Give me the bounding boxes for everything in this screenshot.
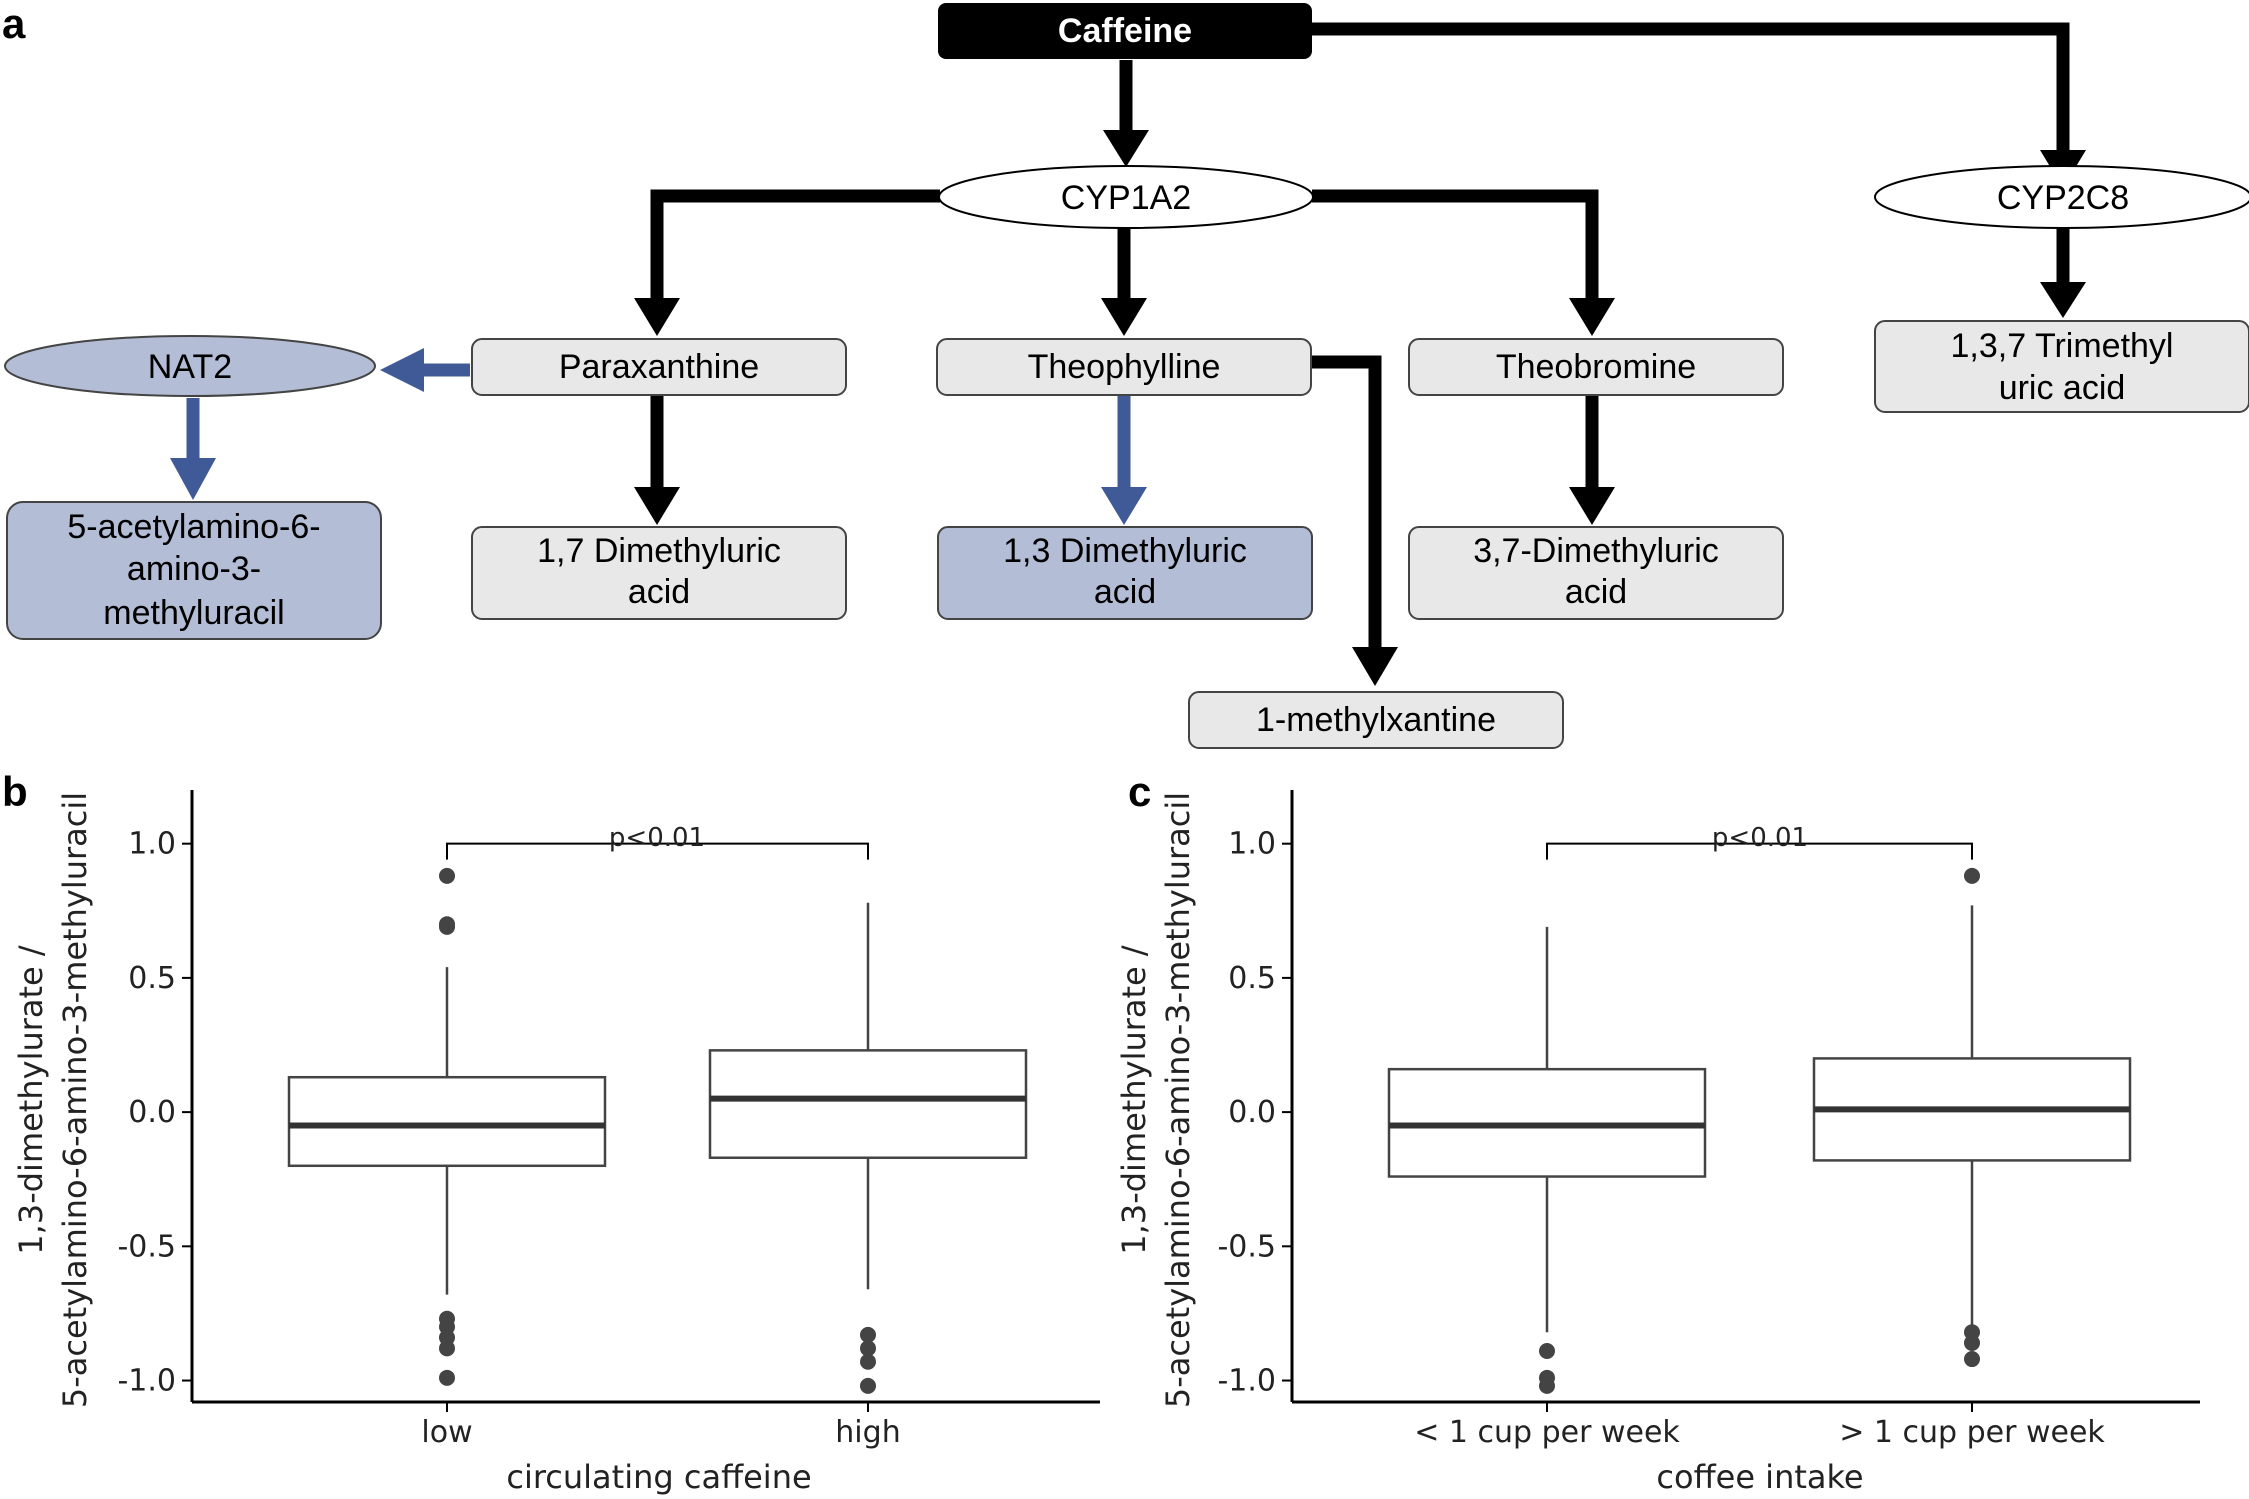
panel-b-outlier-point: [439, 918, 455, 935]
pathway-arrowheads: [634, 130, 2086, 686]
arrowhead-acetyl: [170, 458, 216, 500]
node-theobromine: Theobromine: [1408, 338, 1784, 396]
panel-b-outlier-point: [860, 1353, 876, 1370]
node-theophylline: Theophylline: [936, 338, 1312, 396]
node-acetylamino-line1: 5-acetylamino-6-: [67, 508, 320, 546]
panel-b-outlier-point: [439, 1369, 455, 1386]
node-dm17-line2: acid: [628, 573, 690, 611]
panel-b-outlier-point: [439, 1340, 455, 1357]
panel-c-xtick-more: > 1 cup per week: [1839, 1415, 2105, 1450]
cyp1a2-to-paraxanthine-line: [650, 189, 940, 298]
node-cyp2c8: CYP2C8: [1874, 165, 2249, 229]
panel-c-outlier-point: [1964, 1334, 1980, 1351]
panel-b-outlier-point: [860, 1340, 876, 1357]
arrowhead-nat2: [380, 348, 424, 392]
panel-b-ytick-label: 0.5: [128, 961, 176, 996]
panel-c-xtick-less: < 1 cup per week: [1414, 1415, 1680, 1450]
node-dm37: 3,7-Dimethyluric acid: [1408, 526, 1784, 620]
panel-c-ytick-label: 0.5: [1228, 961, 1276, 996]
boxplot-panel-c: c 1,3-dimethylurate / 5-acetylamino-6-am…: [1115, 768, 2200, 1496]
node-trimethyluric: 1,3,7 Trimethyl uric acid: [1874, 320, 2249, 413]
panel-b-ytick-label: 1.0: [128, 827, 176, 862]
panel-b-ytick-label: 0.0: [128, 1095, 176, 1130]
arrowhead-dm17: [634, 487, 680, 525]
node-methylxantine: 1-methylxantine: [1188, 691, 1564, 749]
panel-b-outlier-point: [860, 1377, 876, 1394]
panel-b-xtick-high: high: [835, 1415, 900, 1450]
node-paraxanthine: Paraxanthine: [471, 338, 847, 396]
panel-c-significance-bracket: [1546, 842, 1973, 860]
panel-b-xlabel: circulating caffeine: [506, 1458, 811, 1496]
panel-b-ylabel-line2: 5-acetylamino-6-amino-3-methyluracil: [56, 792, 94, 1408]
panel-b-box: [708, 1049, 1028, 1159]
panel-letter-b: b: [2, 768, 28, 815]
node-dm17-line1: 1,7 Dimethyluric: [537, 532, 781, 570]
panel-c-outlier-point: [1539, 1377, 1555, 1394]
node-trimethyluric-line1: 1,3,7 Trimethyl: [1951, 327, 2174, 365]
panel-b-outlier-point: [860, 1326, 876, 1343]
node-nat2-label: NAT2: [148, 348, 232, 386]
node-dm13: 1,3 Dimethyluric acid: [937, 526, 1313, 620]
node-cyp2c8-label: CYP2C8: [1997, 179, 2129, 217]
panel-c-plot: 1.0 0.5 0.0 -0.5 -1.0: [1217, 790, 2200, 1412]
arrowhead-paraxanthine: [634, 298, 680, 336]
node-nat2: NAT2: [4, 335, 376, 397]
panel-b-significance: p<0.01: [609, 823, 705, 853]
boxplot-panel-b: b 1,3-dimethylurate / 5-acetylamino-6-am…: [2, 768, 1100, 1496]
cyp1a2-to-theobromine-line: [1312, 189, 1599, 298]
panel-letter-c: c: [1128, 768, 1151, 815]
theophylline-to-methylxantine-line: [1311, 355, 1382, 647]
panel-c-ytick-label: 1.0: [1228, 827, 1276, 862]
panel-c-ytick-label: -0.5: [1217, 1229, 1276, 1264]
panel-c-ylabel-line2: 5-acetylamino-6-amino-3-methyluracil: [1159, 792, 1197, 1408]
arrowhead-dm37: [1569, 487, 1615, 525]
panel-b-xtick-low: low: [421, 1415, 472, 1450]
node-methylxantine-label: 1-methylxantine: [1256, 701, 1496, 739]
node-dm13-line2: acid: [1094, 573, 1156, 611]
node-theobromine-label: Theobromine: [1496, 348, 1696, 386]
node-paraxanthine-label: Paraxanthine: [559, 348, 759, 386]
pathway-connectors-blue: [186, 363, 1131, 487]
panel-b-outlier-point: [439, 867, 455, 884]
panel-c-outlier-point: [1964, 1351, 1980, 1368]
node-dm17: 1,7 Dimethyluric acid: [471, 526, 847, 620]
node-trimethyluric-line2: uric acid: [1999, 369, 2126, 407]
arrowhead-cyp1a2: [1103, 130, 1149, 167]
arrowhead-methylxantine: [1352, 647, 1398, 686]
node-acetylamino-line3: methyluracil: [103, 594, 284, 632]
panel-b-box: [287, 1075, 607, 1168]
node-dm37-line1: 3,7-Dimethyluric: [1473, 532, 1719, 570]
node-caffeine-label: Caffeine: [1058, 12, 1192, 50]
panel-c-ylabel-line1: 1,3-dimethylurate /: [1115, 945, 1153, 1255]
panel-b-significance-bracket: [446, 842, 869, 860]
panel-b-ytick-label: -1.0: [117, 1364, 176, 1399]
panel-c-significance: p<0.01: [1712, 823, 1808, 853]
panel-c-ytick-label: 0.0: [1228, 1095, 1276, 1130]
panel-b-ytick-label: -0.5: [117, 1229, 176, 1264]
node-acetylamino-line2: amino-3-: [127, 550, 261, 588]
caffeine-to-cyp2c8-line: [1310, 22, 2070, 150]
panel-c-xlabel: coffee intake: [1656, 1458, 1863, 1496]
arrowhead-theobromine: [1569, 298, 1615, 336]
pathway-connectors: [650, 22, 2070, 647]
panel-c-outlier-point: [1539, 1343, 1555, 1359]
arrowhead-dm13: [1101, 487, 1147, 525]
node-cyp1a2-label: CYP1A2: [1061, 179, 1191, 217]
panel-letter-a: a: [2, 0, 26, 47]
pathway-arrowheads-blue: [170, 348, 1147, 525]
node-caffeine: Caffeine: [938, 3, 1312, 59]
panel-c-ytick-label: -1.0: [1217, 1364, 1276, 1399]
node-dm13-line1: 1,3 Dimethyluric: [1003, 532, 1247, 570]
arrowhead-trimethyl: [2040, 282, 2086, 318]
panel-b-ylabel-line1: 1,3-dimethylurate /: [12, 945, 50, 1255]
pathway-panel: a: [2, 0, 2249, 749]
node-acetylamino: 5-acetylamino-6- amino-3- methyluracil: [6, 501, 382, 640]
panel-c-outlier-point: [1964, 867, 1980, 884]
node-theophylline-label: Theophylline: [1028, 348, 1221, 386]
arrowhead-theophylline: [1101, 298, 1147, 336]
node-dm37-line2: acid: [1565, 573, 1627, 611]
panel-b-plot: 1.0 0.5 0.0 -0.5 -1.0: [117, 790, 1100, 1412]
node-cyp1a2: CYP1A2: [938, 165, 1314, 229]
